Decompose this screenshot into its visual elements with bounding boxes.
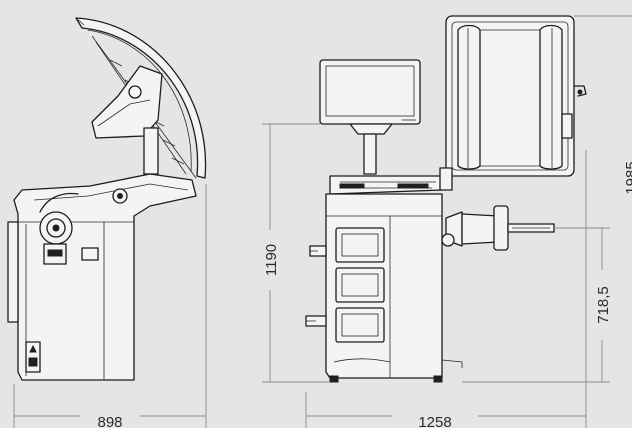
dimension-height-shaft: 718,5 [595,286,612,324]
dimension-height-cabinet: 1190 [263,244,280,276]
front-view [305,15,587,383]
front-weight-pegs [305,245,327,327]
front-feet [329,359,463,383]
wheel-guard-hood [75,17,207,179]
front-weight-trays [335,227,385,343]
side-label-plate [25,341,41,373]
side-view [7,17,207,381]
dimension-width-front: 1258 [418,414,451,428]
front-shaft [441,205,555,251]
front-monitor [319,59,421,175]
dimension-width-side: 898 [97,414,122,428]
dimension-lines [13,15,632,428]
front-wheel-guard [439,15,587,191]
side-shaft-flange [39,188,128,265]
dimension-height-total: 1985 [623,161,632,194]
side-monitor-arm [91,65,163,175]
front-top-tray [329,175,443,195]
